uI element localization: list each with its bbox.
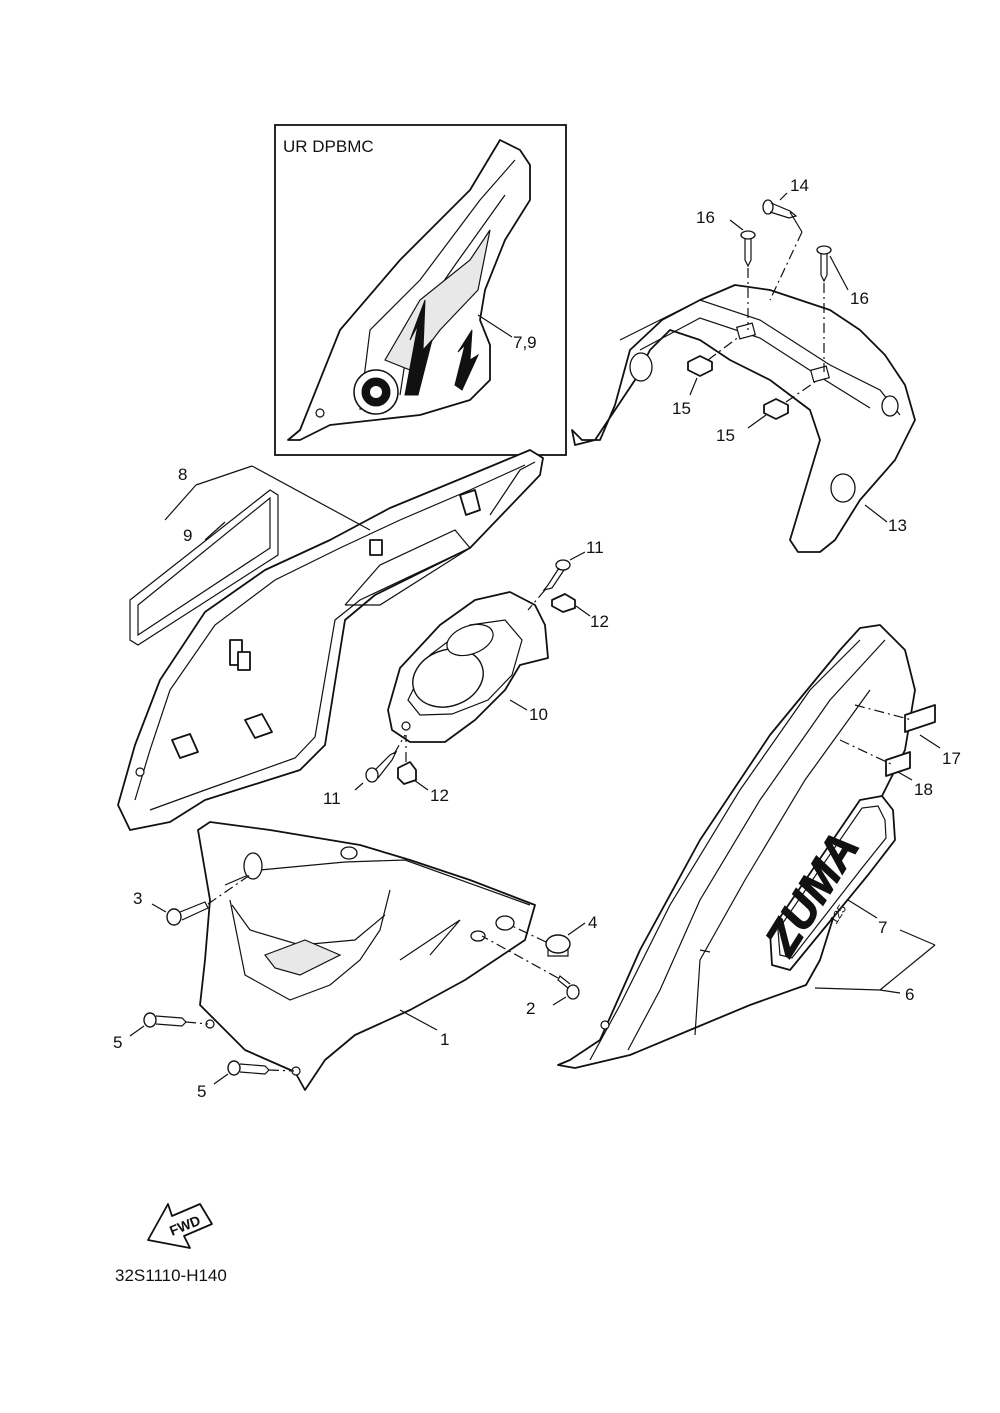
inset-bolt-graphic-2 bbox=[454, 329, 480, 391]
callout-2: 2 bbox=[526, 999, 535, 1018]
callout-12a: 12 bbox=[590, 612, 609, 631]
screw-11a-icon bbox=[527, 559, 571, 611]
screw-5a-icon bbox=[143, 1012, 209, 1028]
callout-16b: 16 bbox=[850, 289, 869, 308]
clip-nut-15b-icon bbox=[763, 381, 816, 420]
lower-panel-part-1 bbox=[197, 821, 536, 1091]
inner-lid-assembly: 10 11 12 11 12 bbox=[323, 538, 609, 808]
clip-nut-15a-icon bbox=[687, 335, 741, 377]
grommet-4-icon bbox=[509, 924, 571, 957]
side-cover-assembly: 8 9 bbox=[117, 449, 544, 831]
bolt-3-icon bbox=[166, 874, 251, 926]
callout-11b: 11 bbox=[323, 789, 341, 808]
callout-14: 14 bbox=[790, 176, 809, 195]
callout-15a: 15 bbox=[672, 399, 691, 418]
fwd-arrow: FWD bbox=[147, 1203, 213, 1249]
lower-panel-assembly: 1 3 4 2 5 bbox=[113, 821, 597, 1101]
cover-clip-4-icon bbox=[171, 733, 199, 759]
label-part-17 bbox=[904, 704, 936, 733]
cover-clip-5-icon bbox=[459, 489, 481, 516]
stripe-decal-part-9 bbox=[129, 489, 279, 646]
screw-11b-icon bbox=[365, 734, 406, 783]
callout-15b: 15 bbox=[716, 426, 735, 445]
callout-8: 8 bbox=[178, 465, 187, 484]
cover-clip-1-icon bbox=[369, 539, 383, 556]
callout-7: 7 bbox=[878, 918, 887, 937]
screw-16a-icon bbox=[740, 230, 756, 330]
screw-5b-icon bbox=[227, 1060, 295, 1076]
callout-3: 3 bbox=[133, 889, 142, 908]
callout-12b: 12 bbox=[430, 786, 449, 805]
callout-16a: 16 bbox=[696, 208, 715, 227]
callout-9: 9 bbox=[183, 526, 192, 545]
rear-cover-assembly: 13 16 16 14 15 bbox=[571, 176, 916, 553]
fwd-arrow-icon bbox=[147, 1203, 213, 1249]
clip-nut-12b-icon bbox=[397, 735, 417, 785]
diagram-code: 32S1110-H140 bbox=[115, 1266, 227, 1285]
callout-13: 13 bbox=[888, 516, 907, 535]
callout-18: 18 bbox=[914, 780, 933, 799]
bolt-2-icon bbox=[481, 935, 580, 1000]
callout-1: 1 bbox=[440, 1030, 449, 1049]
callout-6: 6 bbox=[905, 985, 914, 1004]
lower-panel-pocket bbox=[264, 939, 342, 976]
inset-title: UR DPBMC bbox=[283, 137, 374, 156]
inset-bolt-graphic-1 bbox=[404, 299, 433, 396]
cover-clip-3-icon bbox=[244, 713, 273, 739]
right-cover-assembly: ZUMA 125 17 18 7 6 bbox=[557, 624, 961, 1069]
callout-4: 4 bbox=[588, 913, 597, 932]
screw-16b-icon bbox=[816, 245, 832, 372]
clip-nut-12a-icon bbox=[551, 593, 576, 613]
callout-11a: 11 bbox=[586, 538, 604, 557]
label-part-18 bbox=[885, 751, 911, 777]
callout-17: 17 bbox=[942, 749, 961, 768]
callout-5a: 5 bbox=[113, 1033, 122, 1052]
callout-10: 10 bbox=[529, 705, 548, 724]
logo-decal-part-7 bbox=[769, 795, 896, 971]
side-cover-part-8 bbox=[117, 449, 544, 831]
screw-14-icon bbox=[762, 199, 803, 301]
inset-color-variant: UR DPBMC 7,9 bbox=[274, 124, 567, 456]
callout-5b: 5 bbox=[197, 1082, 206, 1101]
callout-7-9: 7,9 bbox=[513, 333, 537, 352]
